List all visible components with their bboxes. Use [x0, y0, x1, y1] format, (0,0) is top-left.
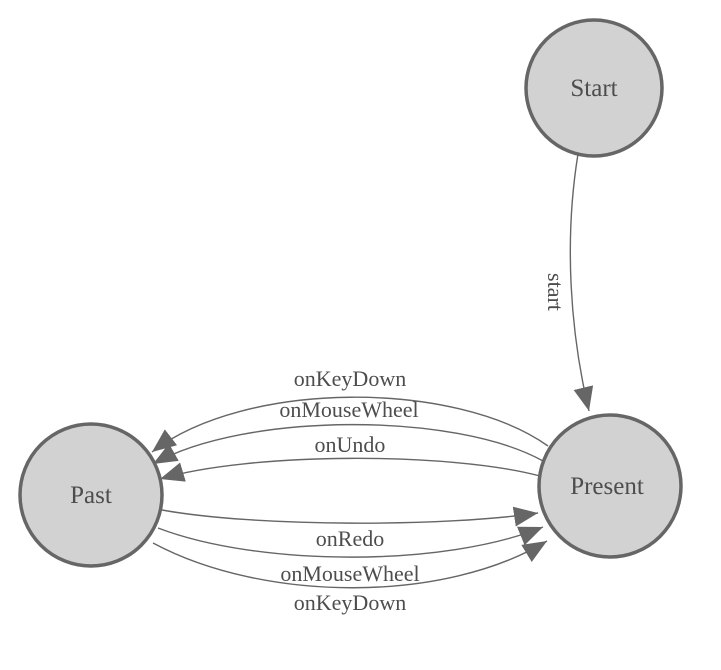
edge-onundo-present-to-past	[159, 457, 541, 482]
edge-label-onmousewheel-bottom: onMouseWheel	[280, 561, 419, 586]
state-nodes: Start Present Past	[18, 18, 683, 568]
edge-onmousewheel-present-to-past	[152, 423, 544, 465]
state-node-start-circle	[524, 18, 664, 158]
edge-label-onundo: onUndo	[315, 432, 386, 457]
edge-label-onkeydown-top: onKeyDown	[294, 366, 406, 391]
edge-onkeydown-past-to-present	[152, 540, 548, 589]
state-node-start: Start	[524, 18, 664, 158]
edge-label-onmousewheel-top: onMouseWheel	[279, 397, 418, 422]
transition-labels: start onKeyDown onMouseWheel onUndo onRe…	[279, 273, 568, 615]
edge-label-start: start	[543, 273, 568, 311]
edge-label-onredo: onRedo	[316, 526, 384, 551]
state-node-start-label: Start	[570, 75, 617, 102]
edge-onkeydown-present-to-past	[151, 396, 549, 453]
edge-onmousewheel-past-to-present	[157, 526, 544, 558]
state-node-past-circle	[18, 422, 164, 568]
transition-edges	[151, 153, 594, 589]
state-node-present-label: Present	[570, 473, 644, 500]
edge-start-to-present	[569, 153, 594, 412]
state-node-present: Present	[537, 413, 683, 559]
edge-label-onkeydown-bottom: onKeyDown	[294, 590, 406, 615]
state-node-past-label: Past	[70, 482, 112, 509]
state-node-present-circle	[537, 413, 683, 559]
state-node-past: Past	[18, 422, 164, 568]
edge-onredo-past-to-present	[161, 506, 539, 527]
